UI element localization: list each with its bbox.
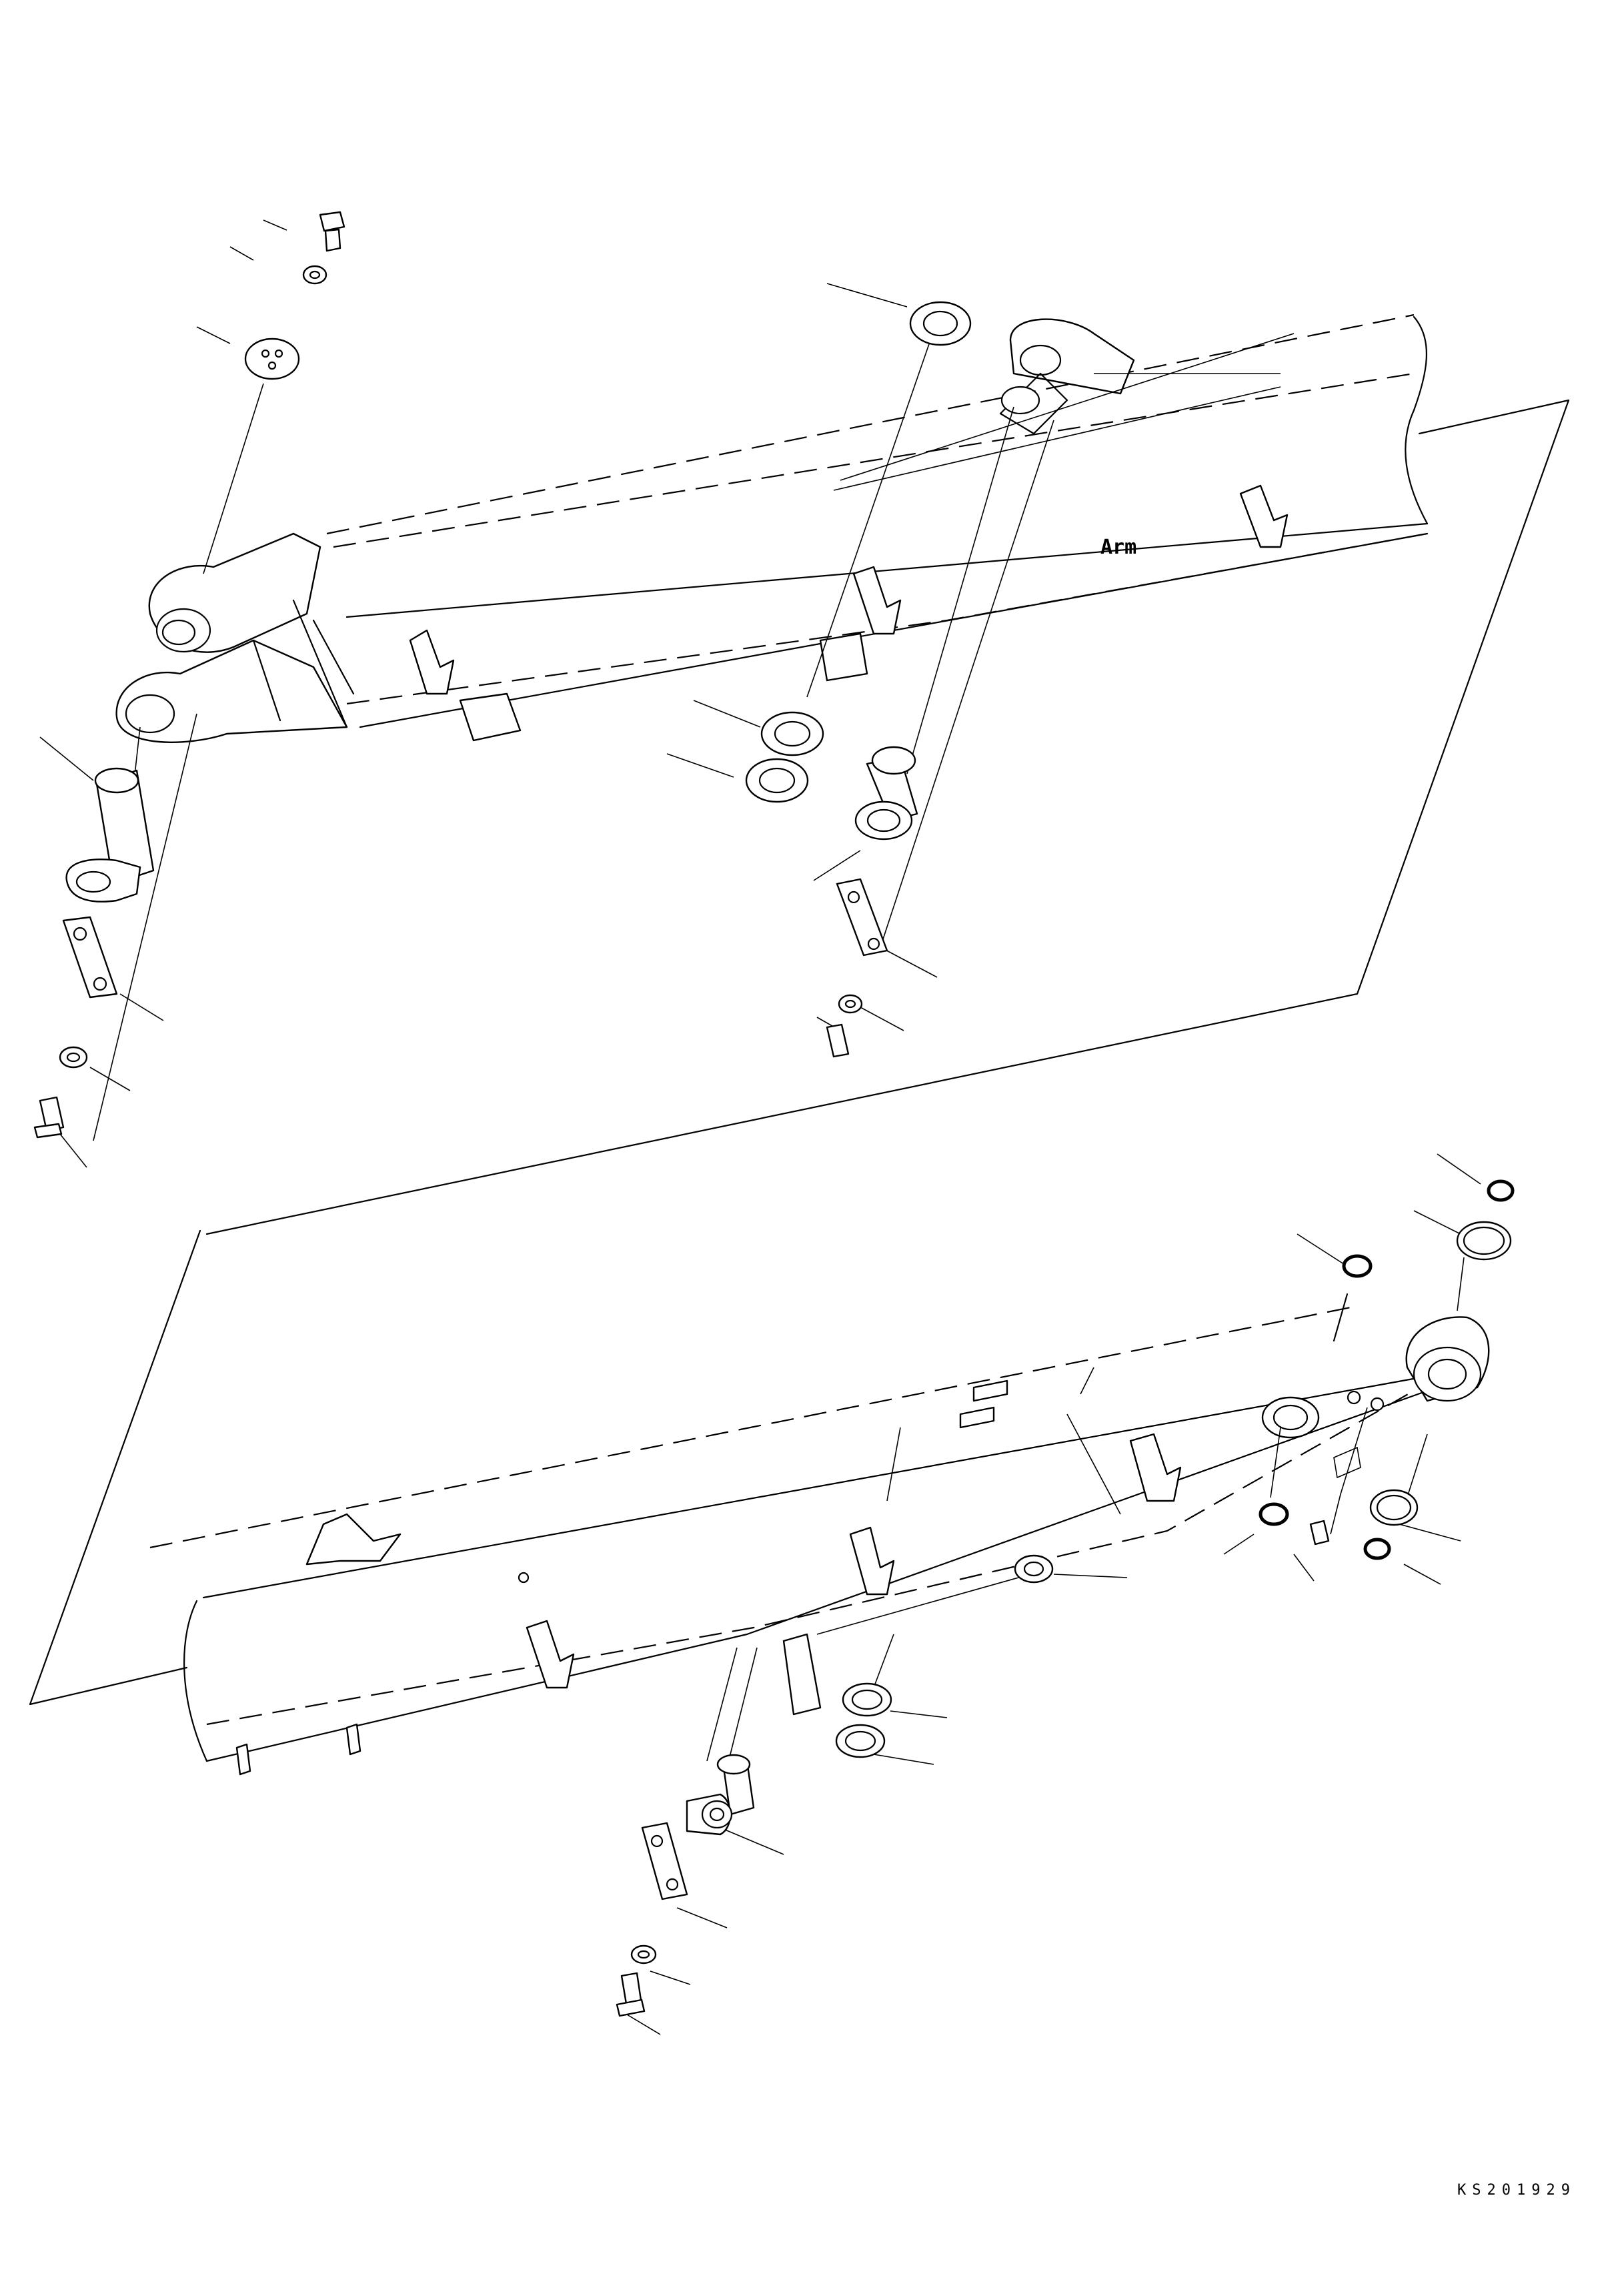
lower-arm-assembly xyxy=(29,1153,1515,2035)
arm-label: Arm xyxy=(1100,536,1136,559)
drawing-code: KS201929 xyxy=(1457,2182,1576,2199)
upper-arm-assembly: Arm xyxy=(33,211,1570,1235)
